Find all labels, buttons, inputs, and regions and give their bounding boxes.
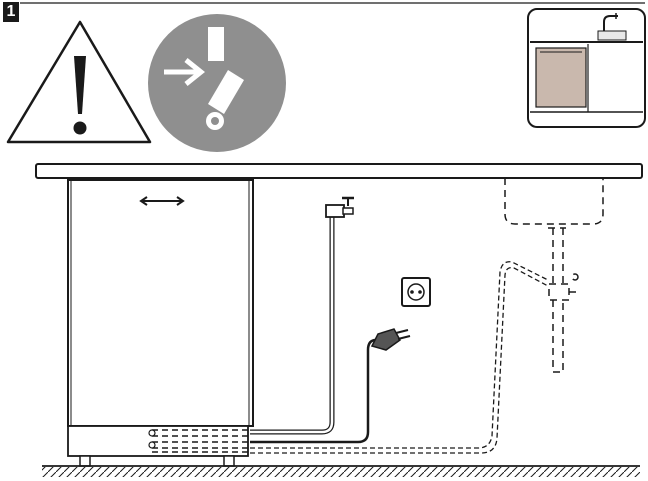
foot-left [79,455,91,467]
power-cable [250,338,377,444]
wall-socket-icon [401,277,431,307]
dishwasher [67,179,254,467]
power-plug-icon [370,328,411,351]
step-number-badge: 1 [3,2,19,22]
foot-right [223,455,235,467]
kitchen-cabinet-thumbnail-icon [527,8,646,128]
drain-hose [250,261,549,454]
sink-outline [504,178,604,373]
countertop [35,163,643,179]
disconnect-power-icon [148,14,286,152]
kick-plate [67,425,249,457]
water-tap-icon [325,196,354,218]
warning-triangle-icon [6,20,152,144]
floor-hatch [42,467,640,477]
hose-routing-dashed [152,429,250,453]
water-inlet-hose [250,214,335,435]
